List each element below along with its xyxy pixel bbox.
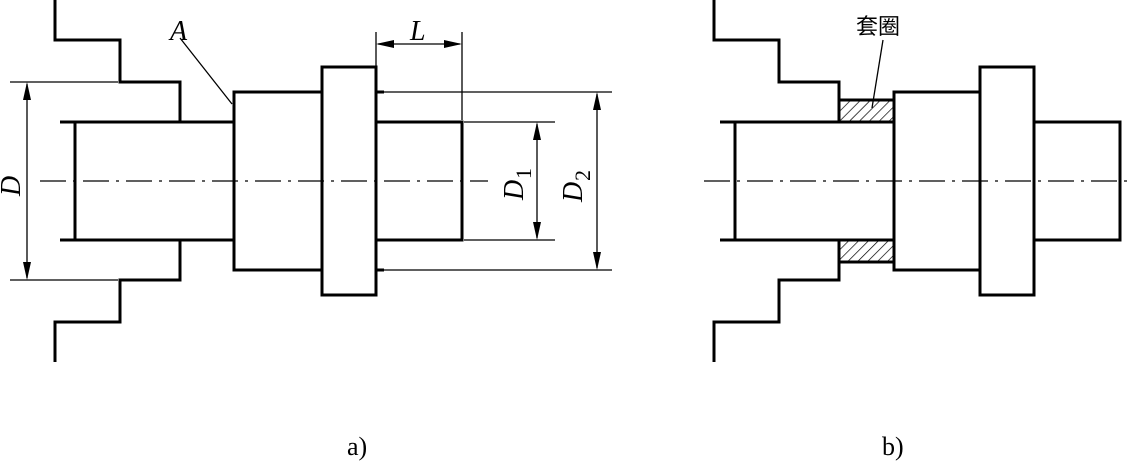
leader-sleeve-ring-b <box>871 39 884 109</box>
sleeve-ring-top-b <box>837 98 896 124</box>
label-d2: D 2 <box>558 170 595 203</box>
label-d2-main: D <box>558 182 589 203</box>
label-d1-index: 1 <box>511 168 536 179</box>
arrow-l-right-a <box>444 40 462 48</box>
leader-a-a <box>179 37 233 105</box>
small-cylinder-b <box>1034 120 1122 242</box>
arrow-d1-bottom-a <box>533 222 541 240</box>
caption-b: b) <box>882 432 904 461</box>
label-sleeve-ring: 套圈 <box>856 15 900 40</box>
arrow-d-bottom-a <box>23 262 31 280</box>
diagram-b: 套圈 b) <box>704 0 1128 461</box>
arrow-d-top-a <box>23 82 31 100</box>
sleeve-ring-bottom-b <box>837 238 896 264</box>
label-bore-diameter-d: D <box>0 176 27 197</box>
label-d1-main: D <box>499 180 530 201</box>
housing-upper-a <box>53 0 182 122</box>
caption-a: a) <box>347 432 367 461</box>
arrow-d1-top-a <box>533 122 541 140</box>
housing-lower-a <box>53 240 182 362</box>
housing-lower-b <box>712 240 841 362</box>
arrow-d2-top-a <box>593 92 601 110</box>
diagram-a: A L D D 1 D 2 a) <box>0 0 612 461</box>
label-length-l: L <box>409 16 426 47</box>
arrow-l-left-a <box>376 40 394 48</box>
label-surface-a: A <box>168 16 188 47</box>
label-d1: D 1 <box>499 168 536 201</box>
label-d2-index: 2 <box>570 170 595 181</box>
housing-upper-b <box>712 0 841 122</box>
arrow-d2-bottom-a <box>593 252 601 270</box>
